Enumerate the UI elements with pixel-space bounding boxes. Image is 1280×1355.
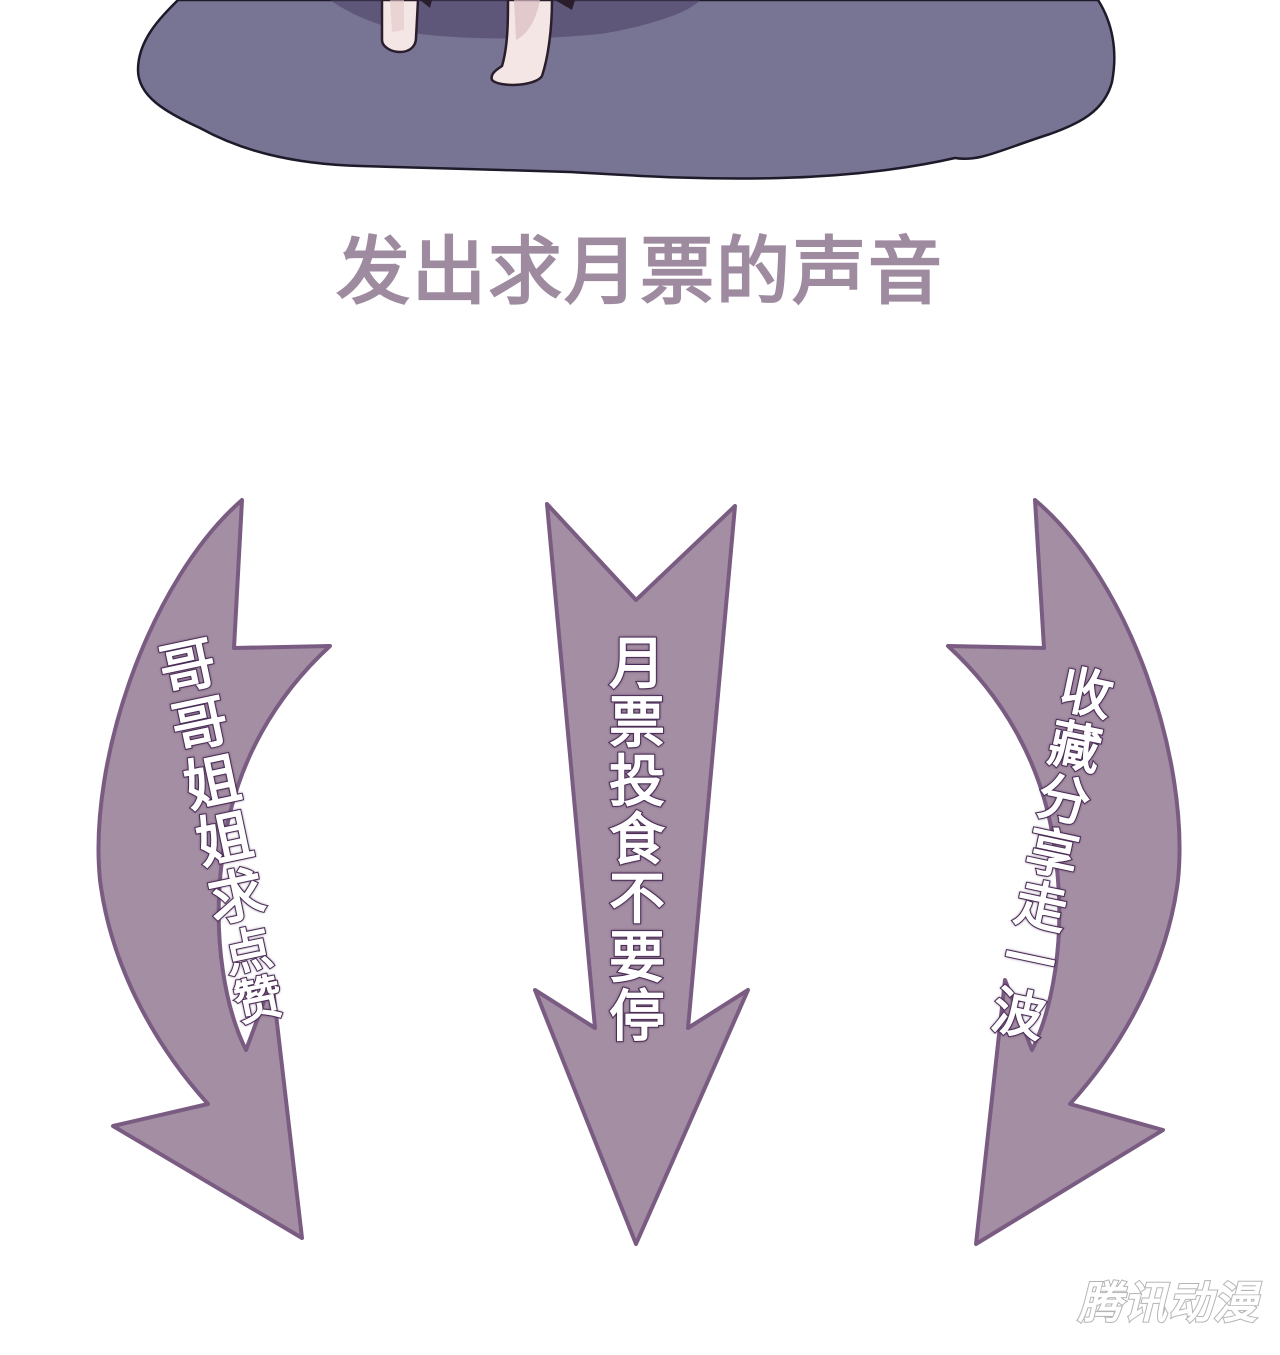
shadow-puddle xyxy=(136,0,1116,180)
caption-char: 停 xyxy=(608,984,666,1050)
caption-char: 波 xyxy=(986,979,1051,1051)
watermark-logo: 腾讯动漫 xyxy=(1077,1277,1258,1330)
caption-char: 不 xyxy=(608,867,666,933)
caption-char: 投 xyxy=(608,749,666,815)
middle-arrow xyxy=(533,502,750,1246)
left-arrow xyxy=(96,498,332,1240)
character-legs xyxy=(380,0,575,87)
caption-char: 月 xyxy=(608,632,666,697)
caption-char: 赞 xyxy=(228,968,289,1035)
page-heading: 发出求月票的声音 xyxy=(336,229,944,315)
caption-char: 票 xyxy=(608,690,666,756)
caption-char: 要 xyxy=(608,925,666,991)
caption-char: 食 xyxy=(608,808,666,874)
right-arrow xyxy=(946,498,1182,1246)
middle-arrow-caption: 月 票 投 食 不 要 停 xyxy=(597,632,677,1050)
